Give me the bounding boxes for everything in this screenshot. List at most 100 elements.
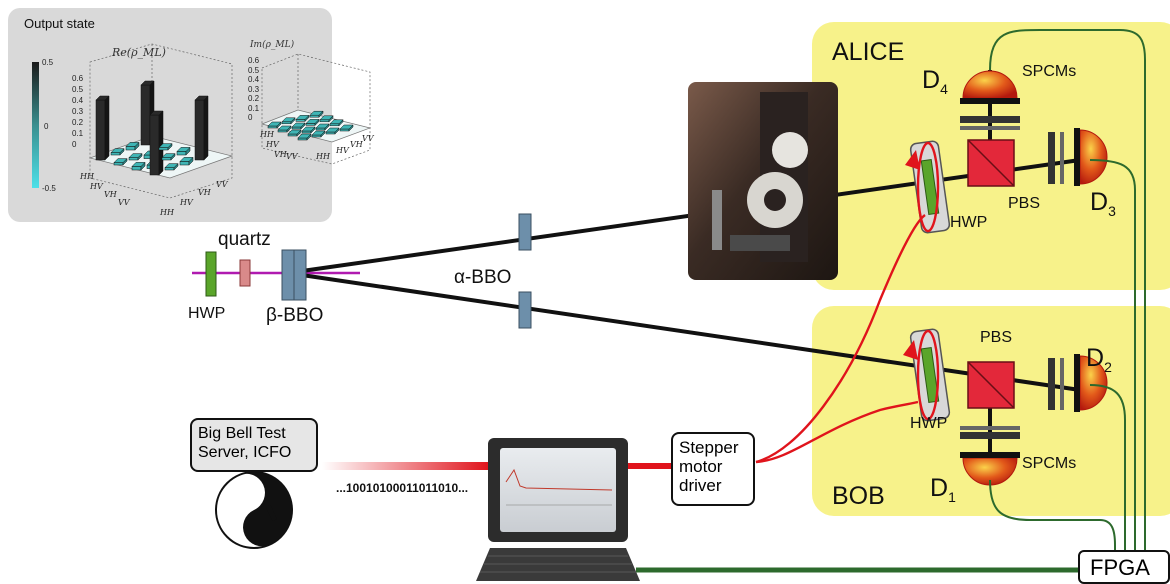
bob-d2-filter [1048,358,1055,410]
alice-hwp-label: HWP [950,214,988,231]
bob-hwp-label: HWP [910,415,948,432]
basis-tick-label: VV [362,134,374,143]
driver-line-3: driver [679,476,722,495]
im-bar-HV-VH [305,118,320,127]
re-bar-VV-VV [194,95,209,161]
basis-tick-label: VV [118,198,130,207]
server-line-2: Server, ICFO [198,444,292,461]
re-bar-VV-HV [164,162,179,171]
alice-pbs [967,139,1015,187]
im-bar-VV-HV [311,130,326,138]
basis-tick-label: HV [336,146,349,155]
re-ytick: 0.3 [72,107,84,116]
bob-d1-detector [962,457,1018,486]
re-plot-label: Re(ρ_ML) [112,46,166,59]
im-plot-label: Im(ρ_ML) [250,40,295,50]
bob-d1-label: D1 [930,474,956,505]
im-ytick: 0.6 [248,56,260,65]
im-bar-HH-VV [309,110,324,118]
beta-bbo-crystal-2 [293,249,307,301]
re-ytick: 0.5 [72,85,84,94]
alice-title: ALICE [832,38,905,66]
basis-tick-label: VH [104,190,117,199]
pump-hwp [205,251,217,297]
output-state-title: Output state [24,16,95,31]
basis-tick-label: VV [286,152,298,161]
alice-d4-label: D4 [922,66,948,97]
basis-tick-label: HH [80,172,94,181]
basis-tick-label: HV [90,182,103,191]
bob-d2-label: D2 [1086,344,1112,375]
alpha-bbo-alice [518,213,532,251]
im-ytick: 0.3 [248,84,260,94]
im-ytick: 0.2 [248,94,260,103]
quartz-label: quartz [218,229,271,250]
driver-line-1: Stepper [679,438,739,457]
im-bar-HV-HV [291,122,306,130]
bob-beam [294,272,1081,392]
alice-hwp [905,140,951,234]
server-line-1: Big Bell Test [198,425,286,442]
alice-d3-detector [1079,129,1108,185]
beta-bbo-label: β-BBO [266,305,324,326]
re-bar-HV-VV [158,142,173,151]
im-bar-HH-HH [267,121,282,129]
alpha-bbo-label: α-BBO [454,267,512,288]
basis-tick-label: HV [180,198,193,207]
bell-test-server-box: Big Bell Test Server, ICFO [190,418,318,472]
basis-tick-label: VV [216,180,228,189]
im-bar-VH-VV [329,119,344,127]
output-state-panel [8,8,332,222]
re-bar-VV-VH [179,156,194,166]
alice-beam [294,158,1081,274]
alice-pbs-label: PBS [1008,195,1041,212]
im-bar-HV-HH [277,125,292,133]
basis-tick-label: HV [266,140,279,149]
im-bar-VH-HH [287,129,302,137]
re-bar-HV-HH [113,157,128,166]
colorbar-tick-mid: 0 [44,122,49,131]
im-ytick: 0 [248,113,253,122]
alice-spcms-label: SPCMs [1022,63,1077,80]
bob-pbs-label: PBS [980,329,1013,346]
re-ytick: 0.1 [72,129,84,138]
detector-cables [989,29,1146,560]
im-ytick: 0.1 [248,103,260,113]
alpha-bbo-bob [518,291,532,329]
im-bar-VH-HV [301,126,316,134]
re-ytick: 0.6 [72,74,84,83]
im-bar-VV-VH [325,127,340,135]
quartz-plate [239,259,251,287]
server-link [322,462,488,470]
re-bar-HV-HV [128,152,143,161]
bitstream-label: ...10010100011011010... [336,481,469,495]
bob-hwp [903,328,951,422]
colorbar-tick-top: 0.5 [42,58,54,67]
alice-d3-filter [1048,132,1055,184]
re-bar-VH-HH [131,161,146,171]
re-ytick: 0.4 [72,96,84,105]
laptop [476,438,640,581]
driver-line-2: motor [679,457,723,476]
alice-d3-label: D3 [1090,188,1116,219]
beta-bbo-crystal-1 [281,249,295,301]
im-bar-VH-VH [315,123,330,131]
bob-spcms-label: SPCMs [1022,455,1077,472]
im-bar-HH-HV [281,117,296,125]
re-bar-VV-HH [149,110,164,176]
re-bar-VH-VV [176,146,191,156]
basis-tick-label: VH [198,188,211,197]
re-bar-HH-HH [95,95,110,161]
im-bar-HV-VV [319,115,334,123]
fpga-label: FPGA [1090,555,1150,580]
re-ytick: 0.2 [72,118,84,127]
fpga-box: FPGA [1078,550,1170,584]
yin-yang-icon [215,471,293,549]
bob-d1-filter [960,432,1020,439]
im-bar-VV-VV [339,124,354,132]
re-bar-HH-HV [110,147,125,156]
alice-d4-filter [960,116,1020,123]
basis-tick-label: HH [160,208,174,217]
re-ytick: 0 [72,140,77,149]
